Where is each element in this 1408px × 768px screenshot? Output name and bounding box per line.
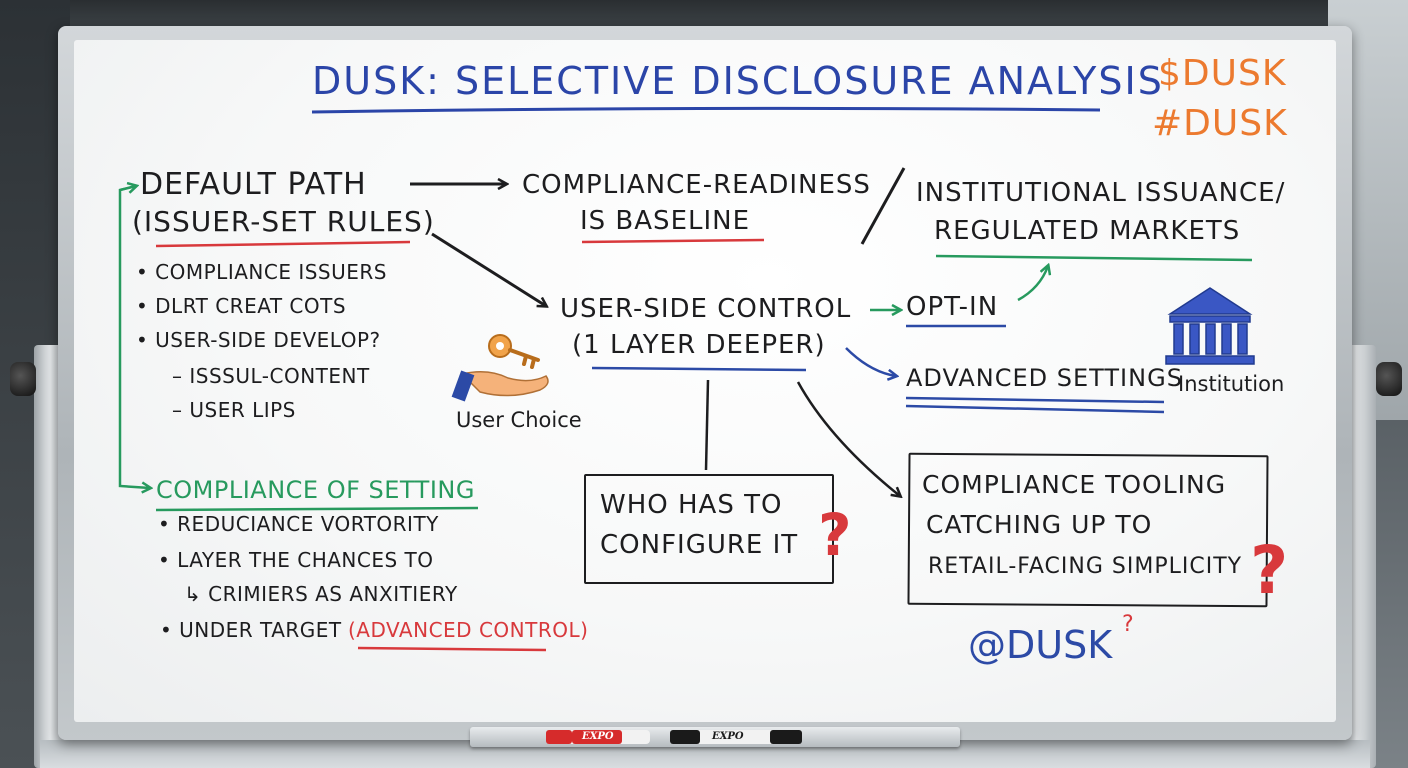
tooling-question-mark: ? [1250,532,1289,609]
ticker-tag: $DUSK [1158,53,1287,94]
handle-question-mark: ? [1122,612,1134,637]
knob-left [10,362,36,396]
institution-label: Institution [1178,372,1285,396]
key-in-hand-icon [451,334,549,402]
setting-bullet-4: • UNDER TARGET [160,618,342,642]
title-underline [311,106,1101,114]
baseline-underline [581,238,765,244]
hashtag-tag: #DUSK [1152,103,1288,144]
advanced-settings-underline-2 [905,404,1165,414]
who-question-mark: ? [818,501,852,569]
default-path-subheading: (ISSUER-SET RULES) [132,205,435,238]
whiteboard-surface [74,40,1336,722]
tooling-box-line3: RETAIL-FACING SIMPLICITY [928,554,1243,579]
setting-bullet-3: ↳ CRIMIERS AS ANXITIERY [184,582,458,606]
institutional-line1: INSTITUTIONAL ISSUANCE/ [916,178,1286,208]
institutional-line2: REGULATED MARKETS [934,216,1241,246]
who-configures-box [584,474,834,584]
dusk-handle: @DUSK [968,623,1113,667]
compliance-setting-heading: COMPLIANCE OF SETTING [156,476,475,504]
setting-bullet-1: • REDUCIANCE VORTORITY [158,512,439,536]
compliance-readiness-line1: COMPLIANCE-READINESS [522,170,871,200]
advanced-settings-underline-1 [905,396,1165,404]
who-box-line2: CONFIGURE IT [600,530,799,560]
default-sub-bullet-1: – ISSSUL-CONTENT [172,364,370,388]
user-side-underline [591,366,807,372]
red-marker-label: EXPO [582,731,614,742]
default-sub-bullet-2: – USER LIPS [172,398,296,422]
default-bullet-1: • COMPLIANCE ISSUERS [136,260,387,284]
green-loop-arrow [118,184,150,488]
compliance-readiness-line2: IS BASELINE [580,206,751,236]
arrow-default-to-user-side [431,232,546,306]
default-path-heading: DEFAULT PATH [140,167,367,202]
default-bullet-3: • USER-SIDE DEVELOP? [136,328,381,352]
ceiling [0,0,1408,30]
board-title: DUSK: SELECTIVE DISCLOSURE ANALYSIS [312,59,1164,103]
advanced-settings-label: ADVANCED SETTINGS [906,364,1183,392]
user-side-control-line1: USER-SIDE CONTROL [560,294,852,324]
issuer-rules-underline [155,240,411,248]
bank-icon [1165,287,1255,365]
tooling-box-line1: COMPLIANCE TOOLING [922,470,1227,499]
black-marker[interactable]: EXPO [670,730,802,744]
arrow-user-side-to-tooling [796,381,900,496]
who-box-line1: WHO HAS TO [600,490,783,520]
regulated-markets-underline [935,254,1253,262]
user-side-control-line2: (1 LAYER DEEPER) [572,330,826,360]
green-loop-arrow-top [119,186,136,190]
arrow-user-side-to-advanced [845,347,896,376]
slash-divider [860,167,906,245]
tooling-box-line2: CATCHING UP TO [926,510,1153,539]
knob-right [1376,362,1402,396]
setting-bullet-2: • LAYER THE CHANCES TO [158,548,434,572]
arrow-opt-in-to-institutional [1017,266,1048,302]
opt-in-label: OPT-IN [906,292,999,322]
advanced-control-underline [357,646,547,652]
black-marker-label: EXPO [712,731,744,742]
line-user-side-to-who [704,379,710,471]
user-choice-label: User Choice [456,408,582,432]
default-bullet-2: • DLRT CREAT COTS [136,294,347,318]
red-marker[interactable]: EXPO [546,730,650,744]
advanced-control-note: (ADVANCED CONTROL) [348,618,589,642]
compliance-setting-underline [155,506,479,512]
